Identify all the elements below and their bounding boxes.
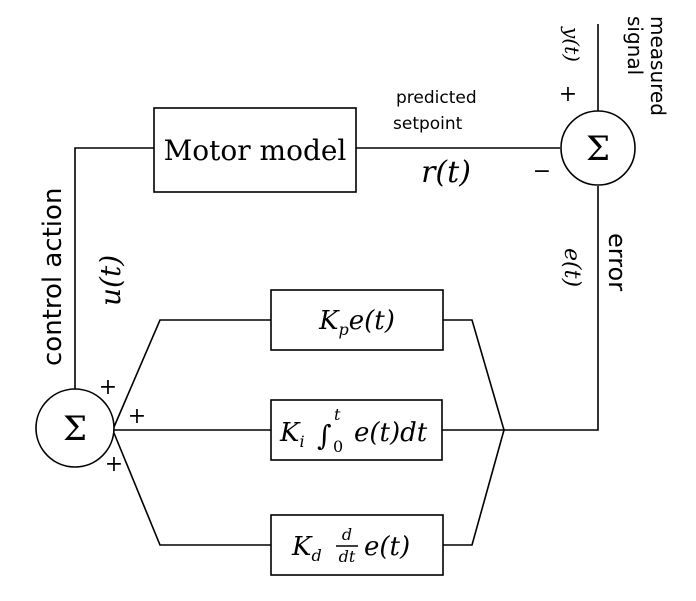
integral-block: [270, 399, 443, 461]
predicted-setpoint-label-line2: setpoint: [393, 114, 463, 134]
merge-wire-top: [113, 319, 271, 428]
control-u-label: u(t): [94, 255, 127, 306]
control-sum-symbol: Σ: [63, 409, 87, 449]
derivative-block: [270, 514, 444, 576]
error-label: error: [603, 233, 631, 291]
control-summing-junction: [35, 388, 115, 468]
merge-wire-bottom: [113, 432, 271, 546]
split-wire-top: [443, 319, 505, 431]
control-plus-sign-top: +: [99, 375, 117, 400]
proportional-block: [270, 289, 444, 351]
error-e-label: e(t): [559, 248, 584, 287]
integral-lower-limit: 0: [333, 437, 343, 456]
control-plus-sign-mid: +: [128, 404, 146, 429]
control-action-wire: [74, 147, 155, 389]
integral-sign: ∫: [317, 419, 332, 452]
derivative-coef: Kd: [291, 532, 322, 565]
split-wire-bottom: [443, 429, 505, 546]
motor-model-label: Motor model: [164, 134, 347, 167]
derivative-rest: e(t): [364, 532, 410, 562]
error-wire: [504, 186, 599, 431]
measured-y-label: y(t): [560, 26, 584, 62]
predicted-setpoint-label-line1: predicted: [396, 88, 477, 108]
control-plus-sign-bottom: +: [105, 452, 123, 477]
measured-plus-sign: +: [559, 82, 577, 107]
control-action-label: control action: [38, 188, 68, 366]
derivative-denominator: dt: [339, 547, 356, 566]
setpoint-r-label: r(t): [421, 155, 471, 190]
setpoint-minus-sign: −: [533, 159, 551, 184]
derivative-numerator: d: [342, 525, 352, 544]
motor-model-block: [153, 107, 357, 193]
error-sum-symbol: Σ: [586, 129, 610, 169]
measured-signal-label-line1: measured: [646, 16, 670, 116]
measured-signal-label-line2: signal: [623, 16, 647, 75]
integral-rest: e(t)dt: [354, 418, 428, 448]
error-summing-junction: [560, 110, 636, 186]
proportional-term: Kpe(t): [318, 306, 395, 339]
integral-coef: Ki: [279, 418, 305, 451]
integral-upper-limit: t: [334, 405, 341, 424]
